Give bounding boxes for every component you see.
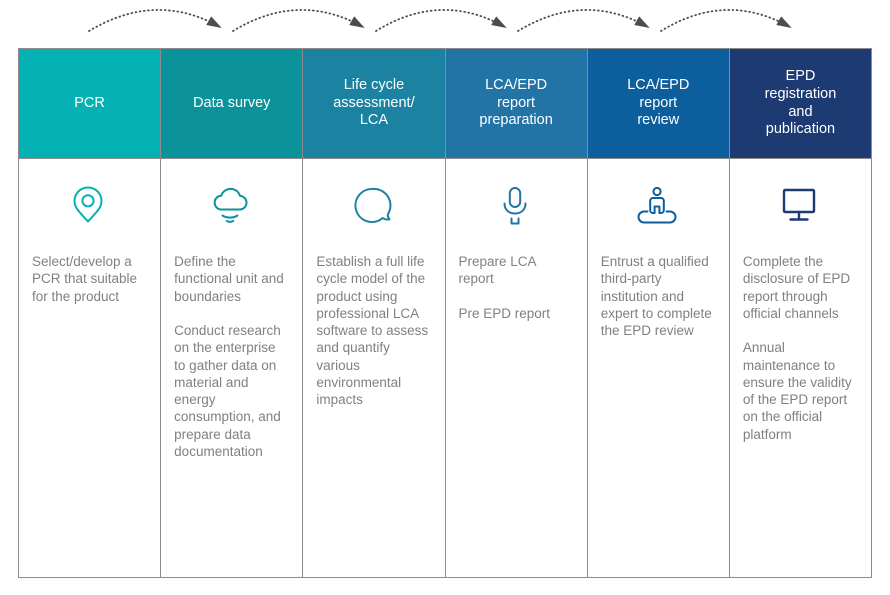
step-description: Prepare LCA report Pre EPD report	[458, 254, 551, 321]
step-description: Complete the disclosure of EPD report th…	[742, 254, 852, 442]
monitor-icon	[743, 179, 855, 233]
step-body-report-review: Entrust a qualified third-party institut…	[587, 159, 729, 577]
location-pin-icon	[32, 179, 144, 233]
step-body-registration: Complete the disclosure of EPD report th…	[729, 159, 872, 577]
step-column-pcr: PCR Select/develop a PCR that suitable f…	[19, 49, 161, 577]
step-header-report-preparation: LCA/EPD report preparation	[445, 49, 587, 159]
step-header-pcr: PCR	[19, 49, 161, 159]
step-body-pcr: Select/develop a PCR that suitable for t…	[19, 159, 161, 577]
flow-arrow	[88, 9, 222, 32]
step-column-data-survey: Data survey Define the functional unit a…	[160, 49, 303, 577]
flow-arrows	[88, 9, 792, 32]
speech-bubble-icon	[316, 179, 428, 233]
flow-arrow	[375, 9, 507, 32]
step-description: Select/develop a PCR that suitable for t…	[32, 254, 138, 304]
step-body-data-survey: Define the functional unit and boundarie…	[161, 159, 303, 577]
cloud-signal-icon	[174, 179, 286, 233]
step-header-report-review: LCA/EPD report review	[587, 49, 729, 159]
flow-arrow	[232, 9, 365, 32]
step-header-data-survey: Data survey	[161, 49, 303, 159]
flow-arrow	[660, 9, 792, 32]
step-column-registration: EPD registration and publication Complet…	[728, 49, 872, 577]
microphone-icon	[459, 179, 571, 233]
step-column-lca: Life cycle assessment/ LCA Establish a f…	[302, 49, 445, 577]
person-podium-icon	[601, 179, 713, 233]
step-header-registration: EPD registration and publication	[729, 49, 872, 159]
step-body-lca: Establish a full life cycle model of the…	[303, 159, 445, 577]
step-description: Entrust a qualified third-party institut…	[600, 254, 712, 339]
flow-arrow	[517, 9, 650, 32]
step-body-report-preparation: Prepare LCA report Pre EPD report	[445, 159, 587, 577]
epd-process-table: PCR Select/develop a PCR that suitable f…	[18, 48, 872, 578]
step-description: Establish a full life cycle model of the…	[316, 254, 429, 408]
step-column-report-preparation: LCA/EPD report preparation Prepare LCA r…	[444, 49, 587, 577]
step-column-report-review: LCA/EPD report review Entrust a qualifie…	[586, 49, 729, 577]
step-description: Define the functional unit and boundarie…	[174, 254, 284, 459]
step-header-lca: Life cycle assessment/ LCA	[303, 49, 445, 159]
